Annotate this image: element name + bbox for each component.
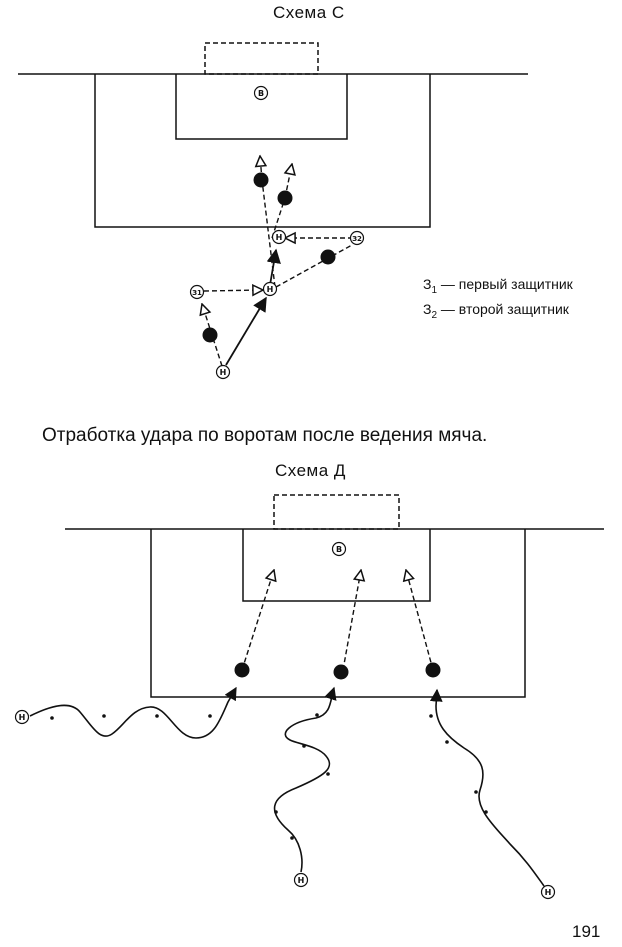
goal-area [242, 529, 431, 602]
attacker-marker [540, 884, 556, 900]
attacker-label: Н [298, 876, 305, 885]
attacker-label: Н [276, 233, 283, 242]
touch-dot [429, 714, 433, 718]
attacker-marker [14, 709, 30, 725]
touch-dot [274, 810, 278, 814]
touch-dot [290, 836, 294, 840]
goalkeeper-marker [253, 85, 269, 101]
shot-line-1 [241, 570, 274, 671]
touch-dot [302, 744, 306, 748]
attacker-label: Н [545, 888, 552, 897]
attacker-label: Н [220, 368, 227, 377]
ball [333, 664, 349, 680]
ball [277, 190, 293, 206]
shot-line-2 [342, 570, 361, 671]
attacker-marker [262, 281, 278, 297]
defender2-label: З2 [352, 235, 362, 243]
touch-dot [102, 714, 106, 718]
defender1-label: З1 [192, 289, 202, 297]
ball [425, 662, 441, 678]
schema-c-diagram [18, 42, 528, 380]
shot-line-right [285, 164, 292, 199]
legend-second-defender: З2 — второй защитник [423, 300, 569, 321]
touch-dot [326, 772, 330, 776]
legend: З1 — первый защитник З2 — второй защитни… [423, 275, 573, 325]
goal-area [175, 74, 348, 140]
touch-dot [484, 810, 488, 814]
dribble-path-3 [429, 688, 545, 887]
goalkeeper-label: В [258, 89, 264, 98]
touch-dot [208, 714, 212, 718]
touch-dot [155, 714, 159, 718]
attacker-marker [293, 872, 309, 888]
defender2-marker [349, 230, 365, 246]
ball [202, 327, 218, 343]
touch-dots [50, 713, 488, 840]
dribble-path-1 [29, 686, 237, 739]
penalty-area [150, 529, 526, 698]
penalty-area [94, 74, 431, 228]
shot-line-3 [406, 570, 434, 671]
dribble-path-2 [273, 686, 337, 873]
run-to-defender2 [275, 244, 353, 288]
dribble-line-2 [266, 248, 281, 286]
goalkeeper-marker [331, 541, 347, 557]
touch-dot [50, 716, 54, 720]
ball [320, 249, 336, 265]
goal [273, 494, 400, 530]
page-number: 191 [572, 922, 601, 941]
schema-c-title: Схема С [273, 3, 345, 22]
touch-dot [474, 790, 478, 794]
legend-first-defender: З1 — первый защитник [423, 276, 573, 296]
attacker-label: Н [267, 285, 274, 294]
attacker-label: Н [19, 713, 26, 722]
section-caption: Отработка удара по воротам после ведения… [42, 425, 488, 446]
ball [234, 662, 250, 678]
goal [204, 42, 319, 75]
schema-d-diagram [14, 494, 604, 900]
ball [253, 172, 269, 188]
run-from-defender1 [203, 290, 263, 291]
touch-dot [315, 713, 319, 717]
dribble-line-1 [225, 296, 267, 366]
touch-dot [445, 740, 449, 744]
defender1-marker [189, 284, 205, 300]
schema-d-title: Схема Д [275, 461, 346, 480]
goalkeeper-label: В [336, 545, 342, 554]
attacker-marker [271, 229, 287, 245]
attacker-marker [215, 364, 231, 380]
